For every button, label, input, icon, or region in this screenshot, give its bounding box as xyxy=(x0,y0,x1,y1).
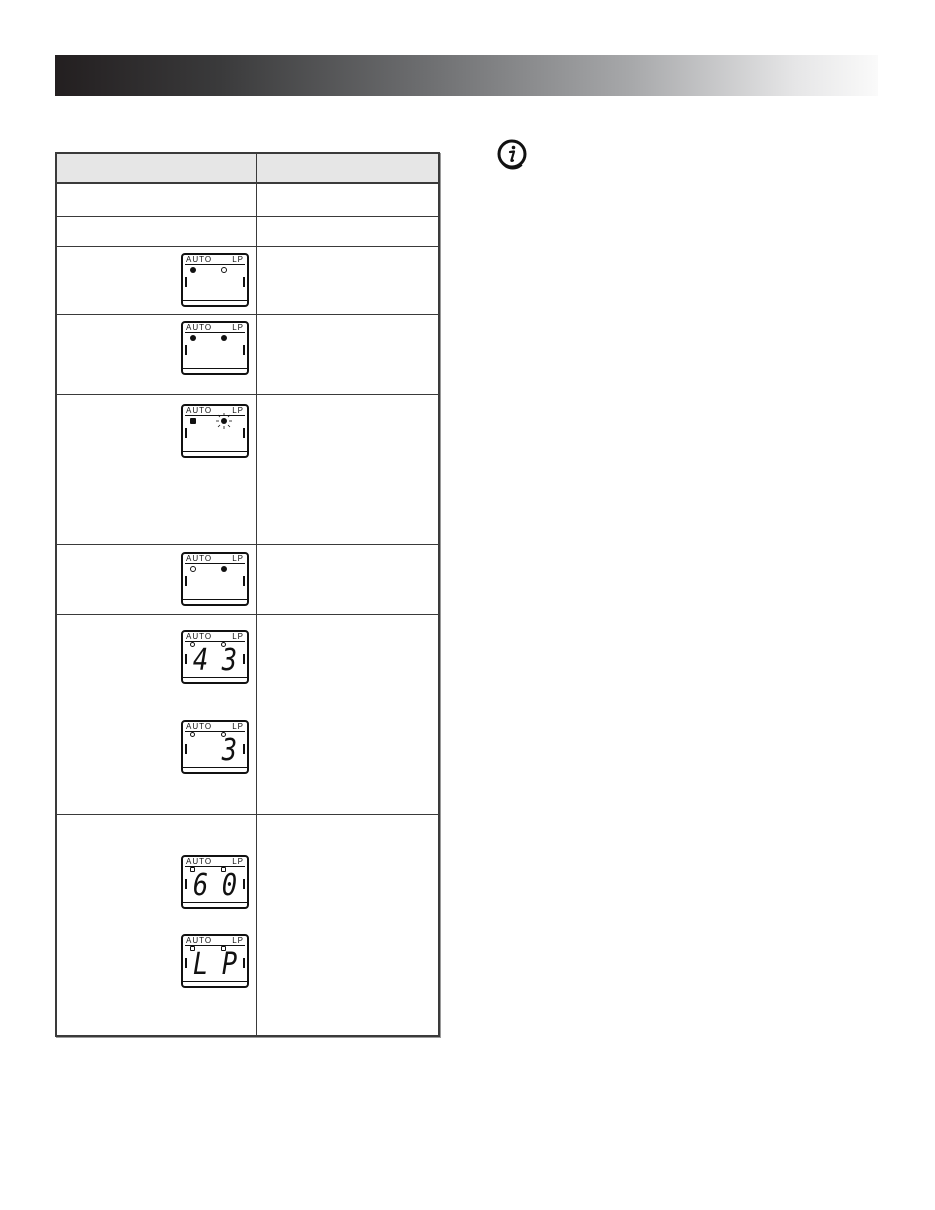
auto-label: AUTO xyxy=(186,857,213,866)
lcd-display: AUTO LP xyxy=(181,552,249,606)
lcd-digit: 4 xyxy=(192,643,209,678)
table-row: AUTO LP xyxy=(57,395,438,545)
lcd-digit: 3 xyxy=(221,733,238,768)
lcd-display-3: AUTO LP 3 xyxy=(181,720,249,774)
auto-label: AUTO xyxy=(186,632,213,641)
table-row: AUTO LP xyxy=(57,247,438,315)
auto-led-off-icon xyxy=(190,946,195,951)
auto-led-on-icon xyxy=(190,267,196,273)
auto-label: AUTO xyxy=(186,323,213,332)
table-row: AUTO LP xyxy=(57,545,438,615)
lp-led-off-icon xyxy=(221,946,226,951)
lcd-digit: L xyxy=(192,947,209,982)
lp-label: LP xyxy=(232,936,244,945)
auto-led-off-icon xyxy=(190,867,195,872)
lp-led-off-icon xyxy=(221,732,226,737)
lcd-digit: 0 xyxy=(221,868,238,903)
auto-label: AUTO xyxy=(186,554,213,563)
info-icon xyxy=(497,139,527,170)
lp-label: LP xyxy=(232,857,244,866)
auto-label: AUTO xyxy=(186,722,213,731)
indicator-table: AUTO LP AUTO LP AUTO LP xyxy=(55,152,440,1037)
auto-led-off-icon xyxy=(190,732,195,737)
section-header-bar xyxy=(55,55,878,96)
lp-label: LP xyxy=(232,323,244,332)
lcd-display: AUTO LP xyxy=(181,321,249,375)
lp-led-on-icon xyxy=(221,335,227,341)
lcd-digit: P xyxy=(221,947,238,982)
lp-led-off-icon xyxy=(221,267,227,273)
lcd-display: AUTO LP xyxy=(181,253,249,307)
lp-led-flashing-icon xyxy=(216,413,232,429)
auto-label: AUTO xyxy=(186,255,213,264)
table-row: AUTO LP xyxy=(57,315,438,395)
lp-label: LP xyxy=(232,255,244,264)
lcd-display: AUTO LP xyxy=(181,404,249,458)
lp-led-off-icon xyxy=(221,867,226,872)
lp-led-off-icon xyxy=(221,642,226,647)
lp-label: LP xyxy=(232,632,244,641)
auto-label: AUTO xyxy=(186,936,213,945)
lp-label: LP xyxy=(232,554,244,563)
lp-led-on-icon xyxy=(221,566,227,572)
lp-label: LP xyxy=(232,406,244,415)
auto-led-off-icon xyxy=(190,642,195,647)
lp-label: LP xyxy=(232,722,244,731)
table-row xyxy=(57,184,438,217)
lcd-digit: 3 xyxy=(221,643,238,678)
auto-led-off-icon xyxy=(190,566,196,572)
table-header-row xyxy=(57,154,438,184)
auto-led-on-icon xyxy=(190,335,196,341)
lcd-digit: 6 xyxy=(192,868,209,903)
auto-label: AUTO xyxy=(186,406,213,415)
auto-led-on-icon xyxy=(190,418,196,424)
table-row xyxy=(57,217,438,247)
column-divider xyxy=(256,154,257,1035)
